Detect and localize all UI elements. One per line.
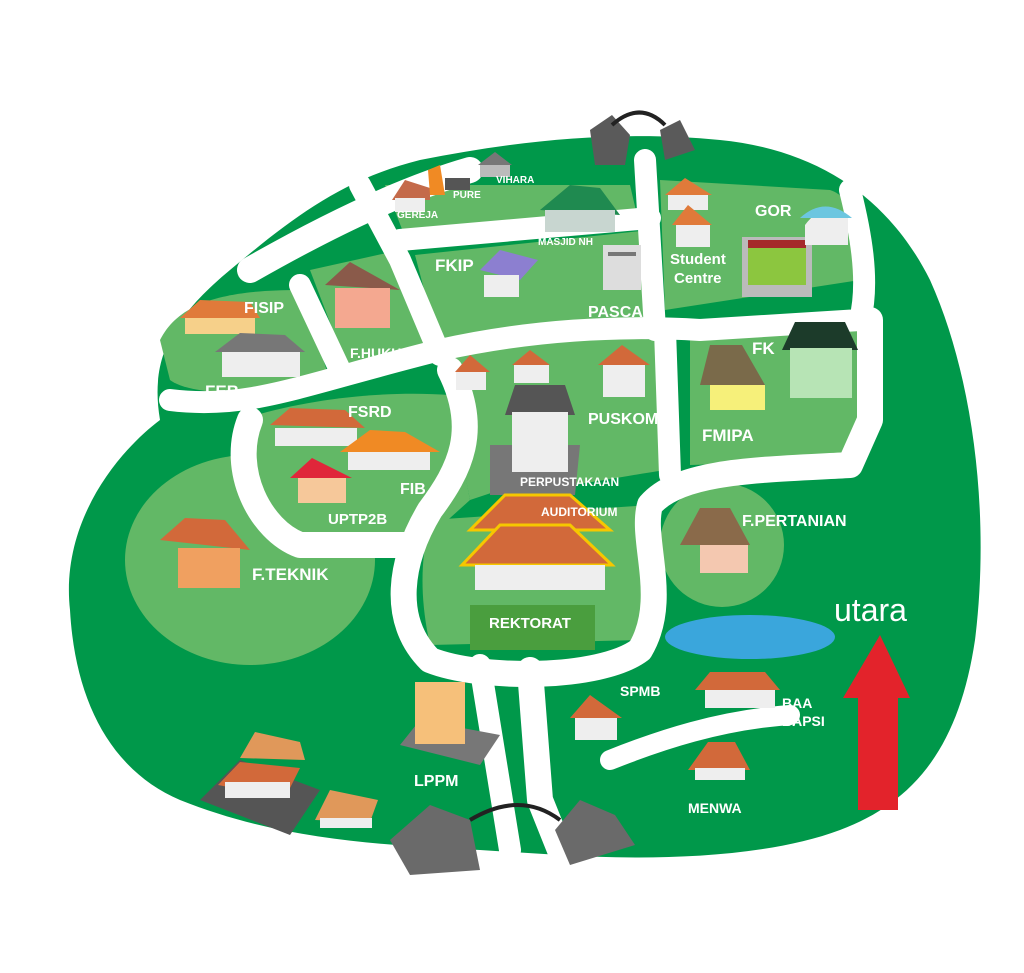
label-menwa: MENWA [688, 800, 742, 816]
building-pasca-icon [603, 245, 641, 290]
south-gate-icon [390, 800, 635, 875]
building-fk-icon [782, 322, 858, 398]
rektorat-lawn [470, 605, 595, 650]
building-puskom-icon [598, 345, 650, 397]
building-sw-houses-icon [200, 732, 378, 835]
label-pure: PURE [453, 190, 481, 201]
label-gor: GOR [755, 203, 792, 220]
building-student-centre-icon [665, 178, 712, 247]
building-spmb-icon [570, 695, 622, 740]
label-fteknik: F.TEKNIK [252, 565, 329, 584]
building-masjid-icon [540, 185, 620, 232]
label-lppm: LPPM [414, 773, 458, 790]
building-baa-bapsi-icon [695, 672, 780, 708]
lake [665, 615, 835, 659]
label-auditorium: AUDITORIUM [541, 505, 617, 519]
building-fpertanian-icon [680, 508, 750, 573]
building-fisip-icon [180, 300, 260, 334]
label-fisip: FISIP [244, 300, 284, 317]
label-puskom: PUSKOM [588, 411, 658, 428]
map-labels: GEREJA PURE VIHARA MASJID NH FKIP PASCA … [205, 175, 907, 816]
label-feb: FEB [205, 382, 239, 401]
building-uptp2b-icon [290, 458, 352, 503]
building-gor-icon [742, 206, 852, 297]
label-vihara: VIHARA [496, 175, 534, 186]
north-gate-icon [590, 110, 695, 165]
buildings [160, 152, 858, 835]
label-student-centre: Student [670, 251, 726, 268]
label-rektorat: REKTORAT [489, 615, 571, 632]
label-fk: FK [752, 339, 775, 358]
building-fmipa-icon [700, 345, 765, 410]
label-fpertanian: F.PERTANIAN [742, 513, 847, 530]
label-spmb: SPMB [620, 683, 660, 699]
building-pure-icon [428, 165, 470, 195]
label-baa: BAA [782, 695, 812, 711]
building-gereja-icon [392, 180, 430, 212]
label-bapsi: BAPSI [782, 713, 825, 729]
label-fhukum: F.HUKUM [350, 345, 413, 361]
label-pasca: PASCA [588, 304, 643, 321]
label-student-centre-2: Centre [674, 270, 722, 287]
building-fteknik-icon [160, 518, 250, 588]
building-lppm-icon [400, 682, 500, 765]
label-fkip: FKIP [435, 256, 474, 275]
building-auditorium-rektorat-icon [458, 493, 616, 590]
building-small-2-icon [512, 350, 550, 383]
building-perpustakaan-icon [490, 385, 580, 495]
building-fhukum-icon [325, 262, 400, 328]
label-perpustakaan: PERPUSTAKAAN [520, 475, 619, 489]
building-feb-icon [215, 333, 305, 377]
label-fib: FIB [400, 481, 426, 498]
building-menwa-icon [688, 742, 750, 780]
building-fsrd-icon [270, 408, 365, 446]
north-arrow-icon [843, 635, 910, 810]
building-fkip-icon [480, 250, 538, 297]
label-gereja: GEREJA [397, 210, 438, 221]
building-fib-icon [340, 430, 440, 470]
label-utara: utara [834, 592, 907, 628]
building-vihara-icon [478, 152, 512, 177]
label-uptp2b: UPTP2B [328, 511, 387, 528]
label-masjid: MASJID NH [538, 237, 593, 248]
label-fsrd: FSRD [348, 404, 392, 421]
building-small-1-icon [455, 355, 490, 390]
label-fmipa: FMIPA [702, 426, 754, 445]
